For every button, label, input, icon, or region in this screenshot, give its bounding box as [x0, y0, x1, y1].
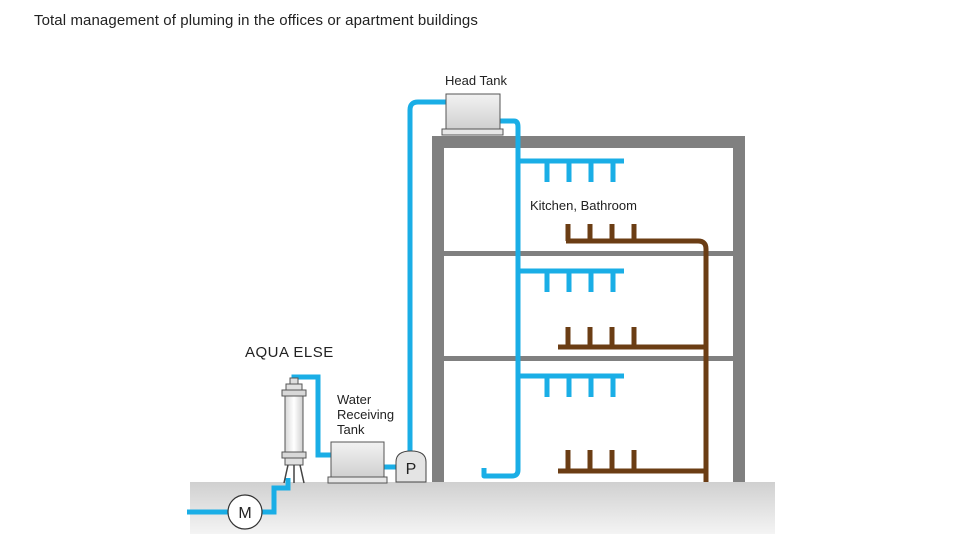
building-frame: [432, 136, 745, 482]
ground: [190, 482, 775, 534]
water-receiving-tank-label-line1: Water: [337, 392, 372, 407]
kitchen-bathroom-label: Kitchen, Bathroom: [530, 198, 637, 213]
drain-pipes: [558, 224, 709, 482]
water-receiving-tank: [327, 441, 388, 484]
pump: [395, 450, 427, 483]
water-receiving-tank-label-line3: Tank: [337, 422, 365, 437]
head-tank: [441, 93, 504, 136]
aqua-else-label: AQUA ELSE: [245, 344, 334, 361]
meter-label: M: [238, 505, 251, 522]
aqua-else-unit: [281, 377, 307, 484]
water-receiving-tank-label-line2: Receiving: [337, 407, 394, 422]
head-tank-label: Head Tank: [445, 73, 507, 88]
pump-label: P: [406, 461, 417, 478]
water-meter: [227, 494, 263, 530]
page-title: Total management of pluming in the offic…: [34, 12, 478, 29]
clean-water-pipes: [187, 99, 624, 515]
